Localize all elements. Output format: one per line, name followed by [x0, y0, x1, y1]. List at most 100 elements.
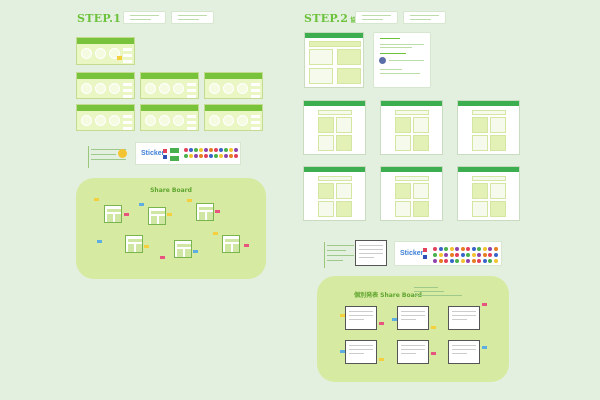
sticky-note[interactable] — [431, 352, 436, 355]
sticky-note[interactable] — [193, 250, 198, 253]
sticker-dot[interactable] — [466, 259, 470, 263]
step1-worksheet[interactable] — [204, 104, 263, 131]
note-icon[interactable] — [170, 156, 179, 161]
step2-instruction-note-2[interactable] — [403, 11, 446, 24]
step2-worksheet[interactable] — [380, 166, 443, 221]
sticky-note[interactable] — [144, 245, 149, 248]
sticker-dot[interactable] — [438, 259, 443, 263]
sticker-dot[interactable] — [477, 253, 481, 257]
sticky-note[interactable] — [213, 232, 218, 235]
presentation-monitor[interactable] — [397, 306, 429, 330]
sticky-note[interactable] — [167, 213, 172, 216]
sticker-dot[interactable] — [189, 154, 193, 158]
step1-worksheet[interactable] — [204, 72, 263, 99]
sticker-dot[interactable] — [199, 148, 203, 152]
presentation-monitor[interactable] — [448, 306, 480, 330]
sticker-dot[interactable] — [433, 259, 437, 263]
step2-worksheet[interactable] — [303, 166, 366, 221]
sticky-note[interactable] — [340, 314, 345, 317]
sticky-note[interactable] — [160, 256, 165, 259]
step1-worksheet[interactable] — [76, 104, 135, 131]
sticky-note[interactable] — [187, 199, 192, 202]
sticky-note[interactable] — [482, 346, 487, 349]
sticker-dot[interactable] — [219, 148, 223, 152]
sticker-dot[interactable] — [234, 148, 238, 152]
sticker-dot[interactable] — [438, 247, 443, 251]
sticker-dot[interactable] — [466, 247, 470, 251]
sticker-dot[interactable] — [444, 253, 448, 257]
sticker-dot[interactable] — [488, 259, 492, 263]
step2-worksheet[interactable] — [457, 166, 520, 221]
sticker-dot[interactable] — [460, 247, 465, 251]
step1-worksheet[interactable] — [140, 104, 199, 131]
sticky-note[interactable] — [97, 240, 102, 243]
sticky-note[interactable] — [244, 244, 249, 247]
shared-worksheet[interactable] — [125, 235, 143, 253]
sticker-dot[interactable] — [229, 148, 233, 152]
step1-share-board[interactable]: Share Board — [76, 178, 266, 279]
sticker-dot[interactable] — [214, 148, 218, 152]
sticker-dot[interactable] — [433, 253, 437, 257]
shared-worksheet[interactable] — [196, 203, 214, 221]
sticker-dot[interactable] — [482, 259, 487, 263]
sticker-dot[interactable] — [184, 154, 188, 158]
shared-worksheet[interactable] — [174, 240, 192, 258]
sticker-dot[interactable] — [194, 148, 198, 152]
presentation-monitor[interactable] — [345, 340, 377, 364]
step1-sticker-palette[interactable]: Sticker — [135, 142, 241, 165]
shared-worksheet[interactable] — [222, 235, 240, 253]
sticky-note[interactable] — [379, 322, 384, 325]
sticky-note[interactable] — [94, 198, 99, 201]
sticker-dot[interactable] — [471, 253, 476, 257]
sticky-note[interactable] — [431, 326, 436, 329]
sticker-dot[interactable] — [493, 247, 498, 251]
step1-instruction-note-1[interactable] — [123, 11, 166, 24]
sticker-dot[interactable] — [482, 247, 487, 251]
sticker-dot[interactable] — [209, 148, 213, 152]
sticker-dot[interactable] — [194, 154, 198, 158]
step2-worksheet[interactable] — [457, 100, 520, 155]
sticker-dot[interactable] — [214, 154, 218, 158]
sticker-dot[interactable] — [482, 253, 487, 257]
step2-worksheet[interactable] — [303, 100, 366, 155]
sticker-dot[interactable] — [234, 154, 238, 158]
sticker-dot[interactable] — [455, 247, 459, 251]
sticker-dot[interactable] — [229, 154, 233, 158]
sticker-dot[interactable] — [444, 259, 448, 263]
sticker-dot[interactable] — [204, 148, 208, 152]
sticker-dot[interactable] — [493, 253, 498, 257]
sticker-dot[interactable] — [455, 259, 459, 263]
step1-worksheet[interactable] — [140, 72, 199, 99]
step2-worksheet[interactable] — [380, 100, 443, 155]
sticky-note[interactable] — [124, 213, 129, 216]
sticky-note[interactable] — [117, 56, 122, 60]
shared-worksheet[interactable] — [148, 207, 166, 225]
step1-instruction-note-2[interactable] — [171, 11, 214, 24]
sticker-dot[interactable] — [477, 259, 481, 263]
sticky-note[interactable] — [379, 358, 384, 361]
sticker-dot[interactable] — [488, 247, 492, 251]
sticky-note[interactable] — [340, 350, 345, 353]
sticker-dot[interactable] — [189, 148, 193, 152]
sticker-dot[interactable] — [224, 154, 228, 158]
presentation-monitor[interactable] — [345, 306, 377, 330]
sticker-dot[interactable] — [460, 259, 465, 263]
sticker-dot[interactable] — [471, 259, 476, 263]
sticker-dot[interactable] — [493, 259, 498, 263]
step2-instruction-note-1[interactable] — [355, 11, 398, 24]
sticker-dot[interactable] — [224, 148, 228, 152]
step2-sticker-palette[interactable]: Sticker — [394, 241, 502, 266]
sticky-note[interactable] — [139, 203, 144, 206]
sticker-dot[interactable] — [449, 259, 454, 263]
sticker-dot[interactable] — [449, 253, 454, 257]
presentation-monitor[interactable] — [448, 340, 480, 364]
presentation-monitor[interactable] — [397, 340, 429, 364]
sticker-dot[interactable] — [444, 247, 448, 251]
sticker-dot[interactable] — [199, 154, 203, 158]
sticker-dot[interactable] — [471, 247, 476, 251]
step2-example-card[interactable] — [304, 32, 364, 88]
sticker-dot[interactable] — [449, 247, 454, 251]
sticker-dot[interactable] — [488, 253, 492, 257]
sticker-dot[interactable] — [209, 154, 213, 158]
sticker-dot[interactable] — [204, 154, 208, 158]
